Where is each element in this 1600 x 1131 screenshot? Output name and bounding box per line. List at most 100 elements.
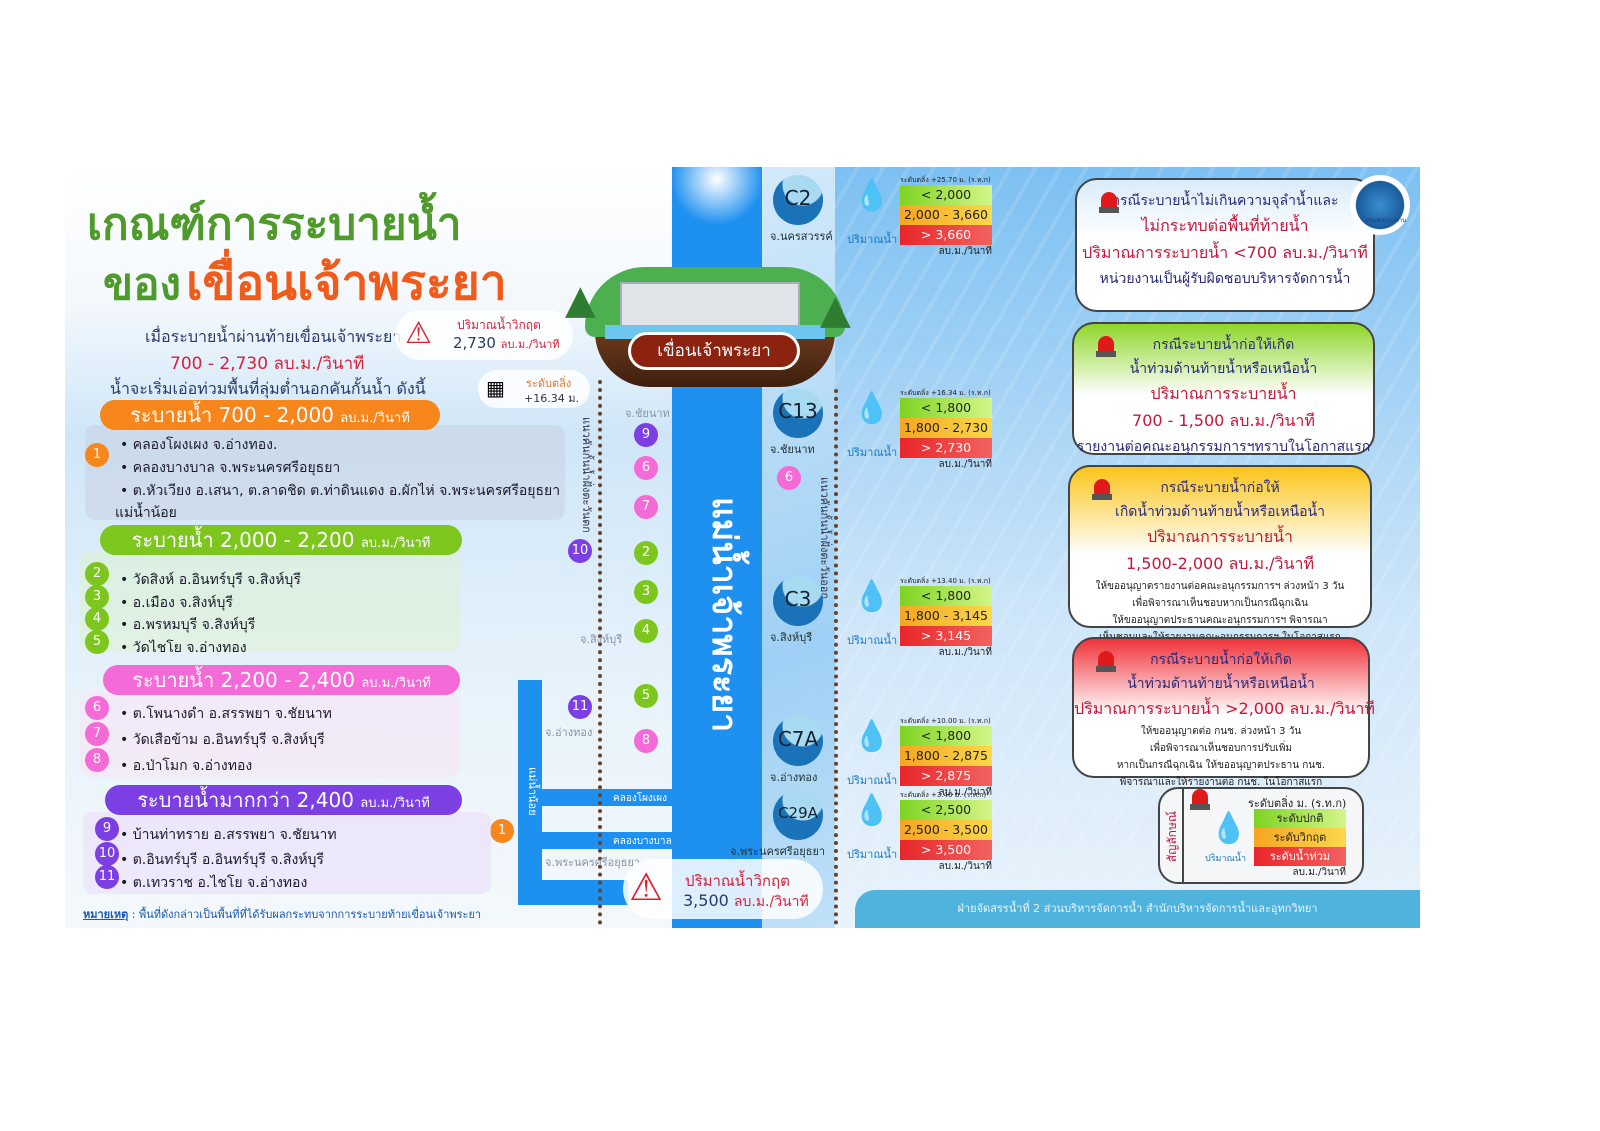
critical-top-value: 2,730 ลบ.ม./วินาที — [453, 334, 560, 352]
critical-bottom-value: 3,500 ลบ.ม./วินาที — [683, 891, 809, 910]
band-label: ระบายน้ำมากกว่า 2,400 — [137, 788, 354, 812]
unit-label: ลบ.ม./วินาที — [938, 647, 992, 658]
map-marker: 1 — [490, 819, 514, 843]
list-item: แม่น้ำน้อย — [115, 502, 177, 524]
province-chainat: จ.ชัยนาท — [625, 407, 670, 420]
list-item: • ต.หัวเวียง อ.เสนา, ต.ลาดชิด ต.ท่าดินแด… — [120, 480, 560, 502]
bullet: • — [120, 617, 133, 633]
legend-normal: ระดับปกติ — [1254, 809, 1346, 828]
water-amount-label: ปริมาณน้ำ — [847, 848, 898, 861]
unit-label: ลบ.ม./วินาที — [938, 246, 992, 257]
list-item: • ต.โพนางดำ อ.สรรพยา จ.ชัยนาท — [120, 703, 332, 725]
title-line2: ของ เขื่อนเจ้าพระยา — [103, 245, 507, 321]
list-item-text: ต.อินทร์บุรี อ.อินทร์บุรี จ.สิงห์บุรี — [132, 852, 324, 868]
list-item: • อ.เมือง จ.สิงห์บุรี — [120, 592, 233, 614]
intro-line1: เมื่อระบายน้ำผ่านท้ายเขื่อนเจ้าพระยา — [145, 327, 402, 346]
area-number: 2 — [85, 562, 109, 586]
case-line: ปริมาณการระบายน้ำ <700 ลบ.ม./วินาที — [1082, 243, 1368, 262]
list-item: • บ้านท่าทราย อ.สรรพยา จ.ชัยนาท — [120, 824, 337, 846]
list-item-text: ต.เทวราช อ.ไชโย จ.อ่างทอง — [132, 875, 308, 891]
station-province: จ.สิงห์บุรี — [770, 631, 813, 644]
station-c7a: C7A — [773, 716, 823, 766]
bullet: • — [120, 437, 133, 453]
river-glow — [672, 167, 762, 227]
case-line: เกิดน้ำท่วมด้านท้ายน้ำหรือเหนือน้ำ — [1115, 504, 1325, 520]
province-ayutthaya: จ.พระนครศรีอยุธยา — [545, 856, 641, 869]
list-item-text: คลองโผงเผง จ.อ่างทอง. — [132, 437, 278, 453]
level-normal: < 1,800 — [900, 726, 992, 746]
level-flood: > 2,730 — [900, 438, 992, 458]
bank-level-label: ระดับตลิ่ง — [526, 377, 572, 390]
case-line: ไม่กระทบต่อพื้นที่ท้ายน้ำ — [1141, 216, 1309, 235]
case-line: น้ำท่วมด้านท้ายน้ำหรือเหนือน้ำ — [1127, 676, 1315, 692]
bullet: • — [120, 595, 133, 611]
level-flood: > 3,660 — [900, 225, 992, 245]
list-item-text: บ้านท่าทราย อ.สรรพยา จ.ชัยนาท — [132, 827, 337, 843]
area-number: 1 — [85, 443, 109, 467]
level-critical: 2,500 - 3,500 — [900, 820, 992, 840]
station-c29a: C29A — [773, 790, 823, 840]
critical-flow-bottom: ⚠ ปริมาณน้ำวิกฤต 3,500 ลบ.ม./วินาที — [623, 859, 823, 919]
water-amount-label: ปริมาณน้ำ — [847, 774, 898, 787]
legend-divider — [1182, 789, 1184, 882]
list-item-text: คลองบางบาล จ.พระนครศรีอยุธยา — [132, 460, 341, 476]
station-province: จ.นครสวรรค์ — [770, 230, 833, 243]
station-province: จ.อ่างทอง — [770, 771, 818, 784]
legend-water: ปริมาณน้ำ — [1205, 854, 1247, 864]
water-amount-label: ปริมาณน้ำ — [847, 446, 898, 459]
case-line: รายงานต่อคณะอนุกรรมการฯทราบในโอกาสแรก — [1076, 439, 1371, 455]
siren-icon — [1096, 651, 1116, 673]
warning-icon: ⚠ — [629, 865, 664, 909]
band-label: ระบายน้ำ 2,000 - 2,200 — [131, 528, 355, 552]
west-dike-label: แนวคันกั้นน้ำฝั่งตะวันตก — [580, 417, 593, 533]
province-angthong: จ.อ่างทอง — [545, 726, 593, 739]
logo-text: กรมชลประทาน — [1366, 217, 1407, 224]
station-c3: C3 — [773, 576, 823, 626]
critical-bottom-label: ปริมาณน้ำวิกฤต — [685, 872, 790, 890]
warning-icon: ⚠ — [405, 316, 432, 351]
infographic: เกณฑ์การระบายน้ำ ของ เขื่อนเจ้าพระยา เมื… — [65, 167, 1420, 928]
map-marker: 4 — [634, 619, 658, 643]
title-of: ของ — [103, 259, 181, 310]
siren-icon — [1092, 479, 1112, 501]
case-line: 1,500-2,000 ลบ.ม./วินาที — [1126, 554, 1314, 573]
water-drop-icon: 💧 — [853, 793, 891, 828]
level-flood: > 3,500 — [900, 840, 992, 860]
list-item: • ต.เทวราช อ.ไชโย จ.อ่างทอง — [120, 872, 307, 894]
bank-level-note: ระดับตลิ่ง +3.40 ม. (ร.ท.ก) — [900, 791, 987, 799]
logo: กรมชลประทาน — [1350, 175, 1410, 235]
canal-phong-pheng — [542, 789, 672, 806]
footnote: หมายเหตุ : พื้นที่ดังกล่าวเป็นพื้นที่ที่… — [83, 908, 482, 921]
case-line: หน่วยงานเป็นผู้รับผิดชอบบริหารจัดการน้ำ — [1099, 271, 1351, 287]
bullet: • — [120, 732, 133, 748]
list-item: • วัดสิงห์ อ.อินทร์บุรี จ.สิงห์บุรี — [120, 569, 301, 591]
level-normal: < 2,500 — [900, 800, 992, 820]
list-item: • วัดไชโย จ.อ่างทอง — [120, 637, 247, 659]
area-number: 5 — [85, 630, 109, 654]
list-item: • ต.อินทร์บุรี อ.อินทร์บุรี จ.สิงห์บุรี — [120, 849, 324, 871]
footer: ฝ่ายจัดสรรน้ำที่ 2 ส่วนบริหารจัดการน้ำ ส… — [855, 890, 1420, 928]
map-marker: 7 — [634, 495, 658, 519]
map-marker: 6 — [777, 466, 801, 490]
level-critical: 1,800 - 2,875 — [900, 746, 992, 766]
map-marker: 11 — [568, 695, 592, 719]
band-label: ระบายน้ำ 2,200 - 2,400 — [132, 668, 355, 692]
level-normal: < 1,800 — [900, 586, 992, 606]
tree-icon: ▲ — [565, 277, 596, 323]
bullet: • — [120, 827, 133, 843]
siren-icon — [1099, 192, 1119, 214]
list-item: • คลองโผงเผง จ.อ่างทอง. — [120, 434, 277, 456]
station-c13: C13 — [773, 388, 823, 438]
group-area — [80, 692, 460, 777]
map-marker: 9 — [634, 423, 658, 447]
noi-river-outlet — [518, 880, 628, 905]
list-item: • อ.พรหมบุรี จ.สิงห์บุรี — [120, 614, 255, 636]
area-number: 9 — [95, 817, 119, 841]
noi-river — [518, 680, 542, 905]
critical-flow-top: ⚠ ปริมาณน้ำวิกฤต 2,730 ลบ.ม./วินาที — [395, 310, 573, 360]
bullet: • — [120, 640, 133, 656]
case-line: ให้ขออนุญาตต่อ กนช. ล่วงหน้า 3 วัน — [1140, 726, 1302, 737]
